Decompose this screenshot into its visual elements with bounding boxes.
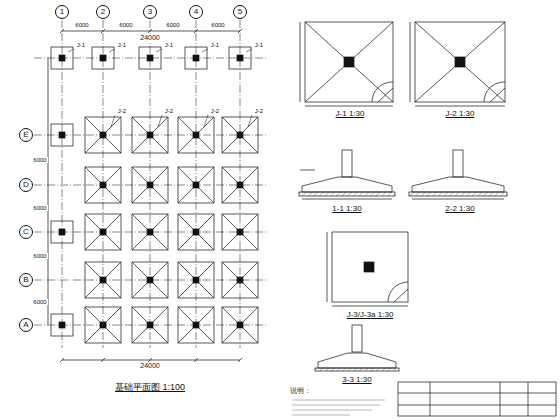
- dimension: 6000: [32, 299, 47, 306]
- dimension: 6000: [210, 22, 225, 29]
- callout: J-1: [164, 42, 174, 49]
- detail-title: J-2 1:30: [445, 110, 476, 119]
- axis-label: 5: [238, 8, 242, 16]
- callout: J-2: [117, 108, 127, 115]
- callout: J-1: [76, 42, 86, 49]
- axis-bubble: B: [19, 273, 33, 287]
- detail-title: 1-1 1:30: [331, 205, 362, 214]
- axis-bubble: 1: [55, 5, 69, 19]
- axis-bubble: C: [19, 225, 33, 239]
- axis-label: 3: [148, 8, 152, 16]
- callout: J-2: [210, 108, 220, 115]
- axis-label: A: [23, 321, 28, 329]
- axis-bubble: A: [19, 318, 33, 332]
- axis-label: D: [23, 181, 29, 189]
- axis-bubble: 4: [189, 5, 203, 19]
- callout: J-1: [210, 42, 220, 49]
- detail-title: J-3/J-3a 1:30: [346, 311, 395, 320]
- axis-label: 4: [194, 8, 198, 16]
- axis-bubble: 2: [96, 5, 110, 19]
- detail-title: J-1 1:30: [335, 110, 366, 119]
- axis-label: C: [23, 228, 29, 236]
- callout: J-1: [254, 42, 264, 49]
- drawing-title: 基础平面图 1:100: [114, 383, 186, 393]
- detail-title: 3-3 1:30: [341, 376, 372, 385]
- axis-label: 1: [60, 8, 64, 16]
- axis-label: 2: [101, 8, 105, 16]
- detail-title: 2-2 1:30: [444, 205, 475, 214]
- dimension: 6000: [32, 253, 47, 260]
- dimension: 24000: [139, 362, 160, 370]
- dimension: 24000: [139, 34, 160, 42]
- callout: J-1: [117, 42, 127, 49]
- axis-label: B: [23, 276, 28, 284]
- dimension: 6000: [118, 22, 133, 29]
- dimension: 6000: [74, 22, 89, 29]
- axis-bubble: D: [19, 178, 33, 192]
- callout: J-2: [164, 108, 174, 115]
- callout: J-2: [254, 108, 264, 115]
- dimension: 6000: [32, 157, 47, 164]
- dimension: 6000: [32, 205, 47, 212]
- axis-bubble: 3: [143, 5, 157, 19]
- axis-label: E: [23, 131, 28, 139]
- dimension: 6000: [165, 22, 180, 29]
- notes-heading: 说明：: [289, 387, 312, 395]
- axis-bubble: 5: [233, 5, 247, 19]
- axis-bubble: E: [19, 128, 33, 142]
